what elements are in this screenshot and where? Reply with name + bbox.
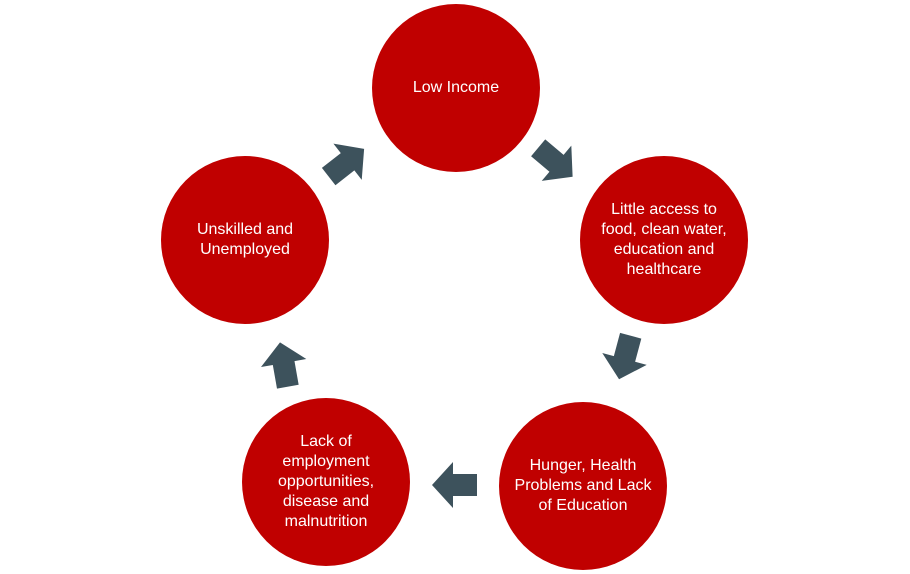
node-low-income: Low Income [372,4,540,172]
node-unskilled: Unskilled and Unemployed [161,156,329,324]
node-little-access: Little access to food, clean water, educ… [580,156,748,324]
arrow-icon [602,332,647,380]
arrow-icon [531,139,573,181]
node-lack-employment: Lack of employment opportunities, diseas… [242,398,410,566]
node-hunger-health: Hunger, Health Problems and Lack of Educ… [499,402,667,570]
arrow-icon [261,342,307,389]
arrow-icon [432,462,477,508]
node-label: Hunger, Health Problems and Lack of Educ… [514,457,652,514]
arrow-icon [321,143,365,186]
node-label: Unskilled and Unemployed [196,221,294,258]
node-label: Little access to food, clean water, educ… [601,201,727,278]
node-label: Lack of employment opportunities, diseas… [277,433,375,530]
node-label: Low Income [412,79,500,96]
